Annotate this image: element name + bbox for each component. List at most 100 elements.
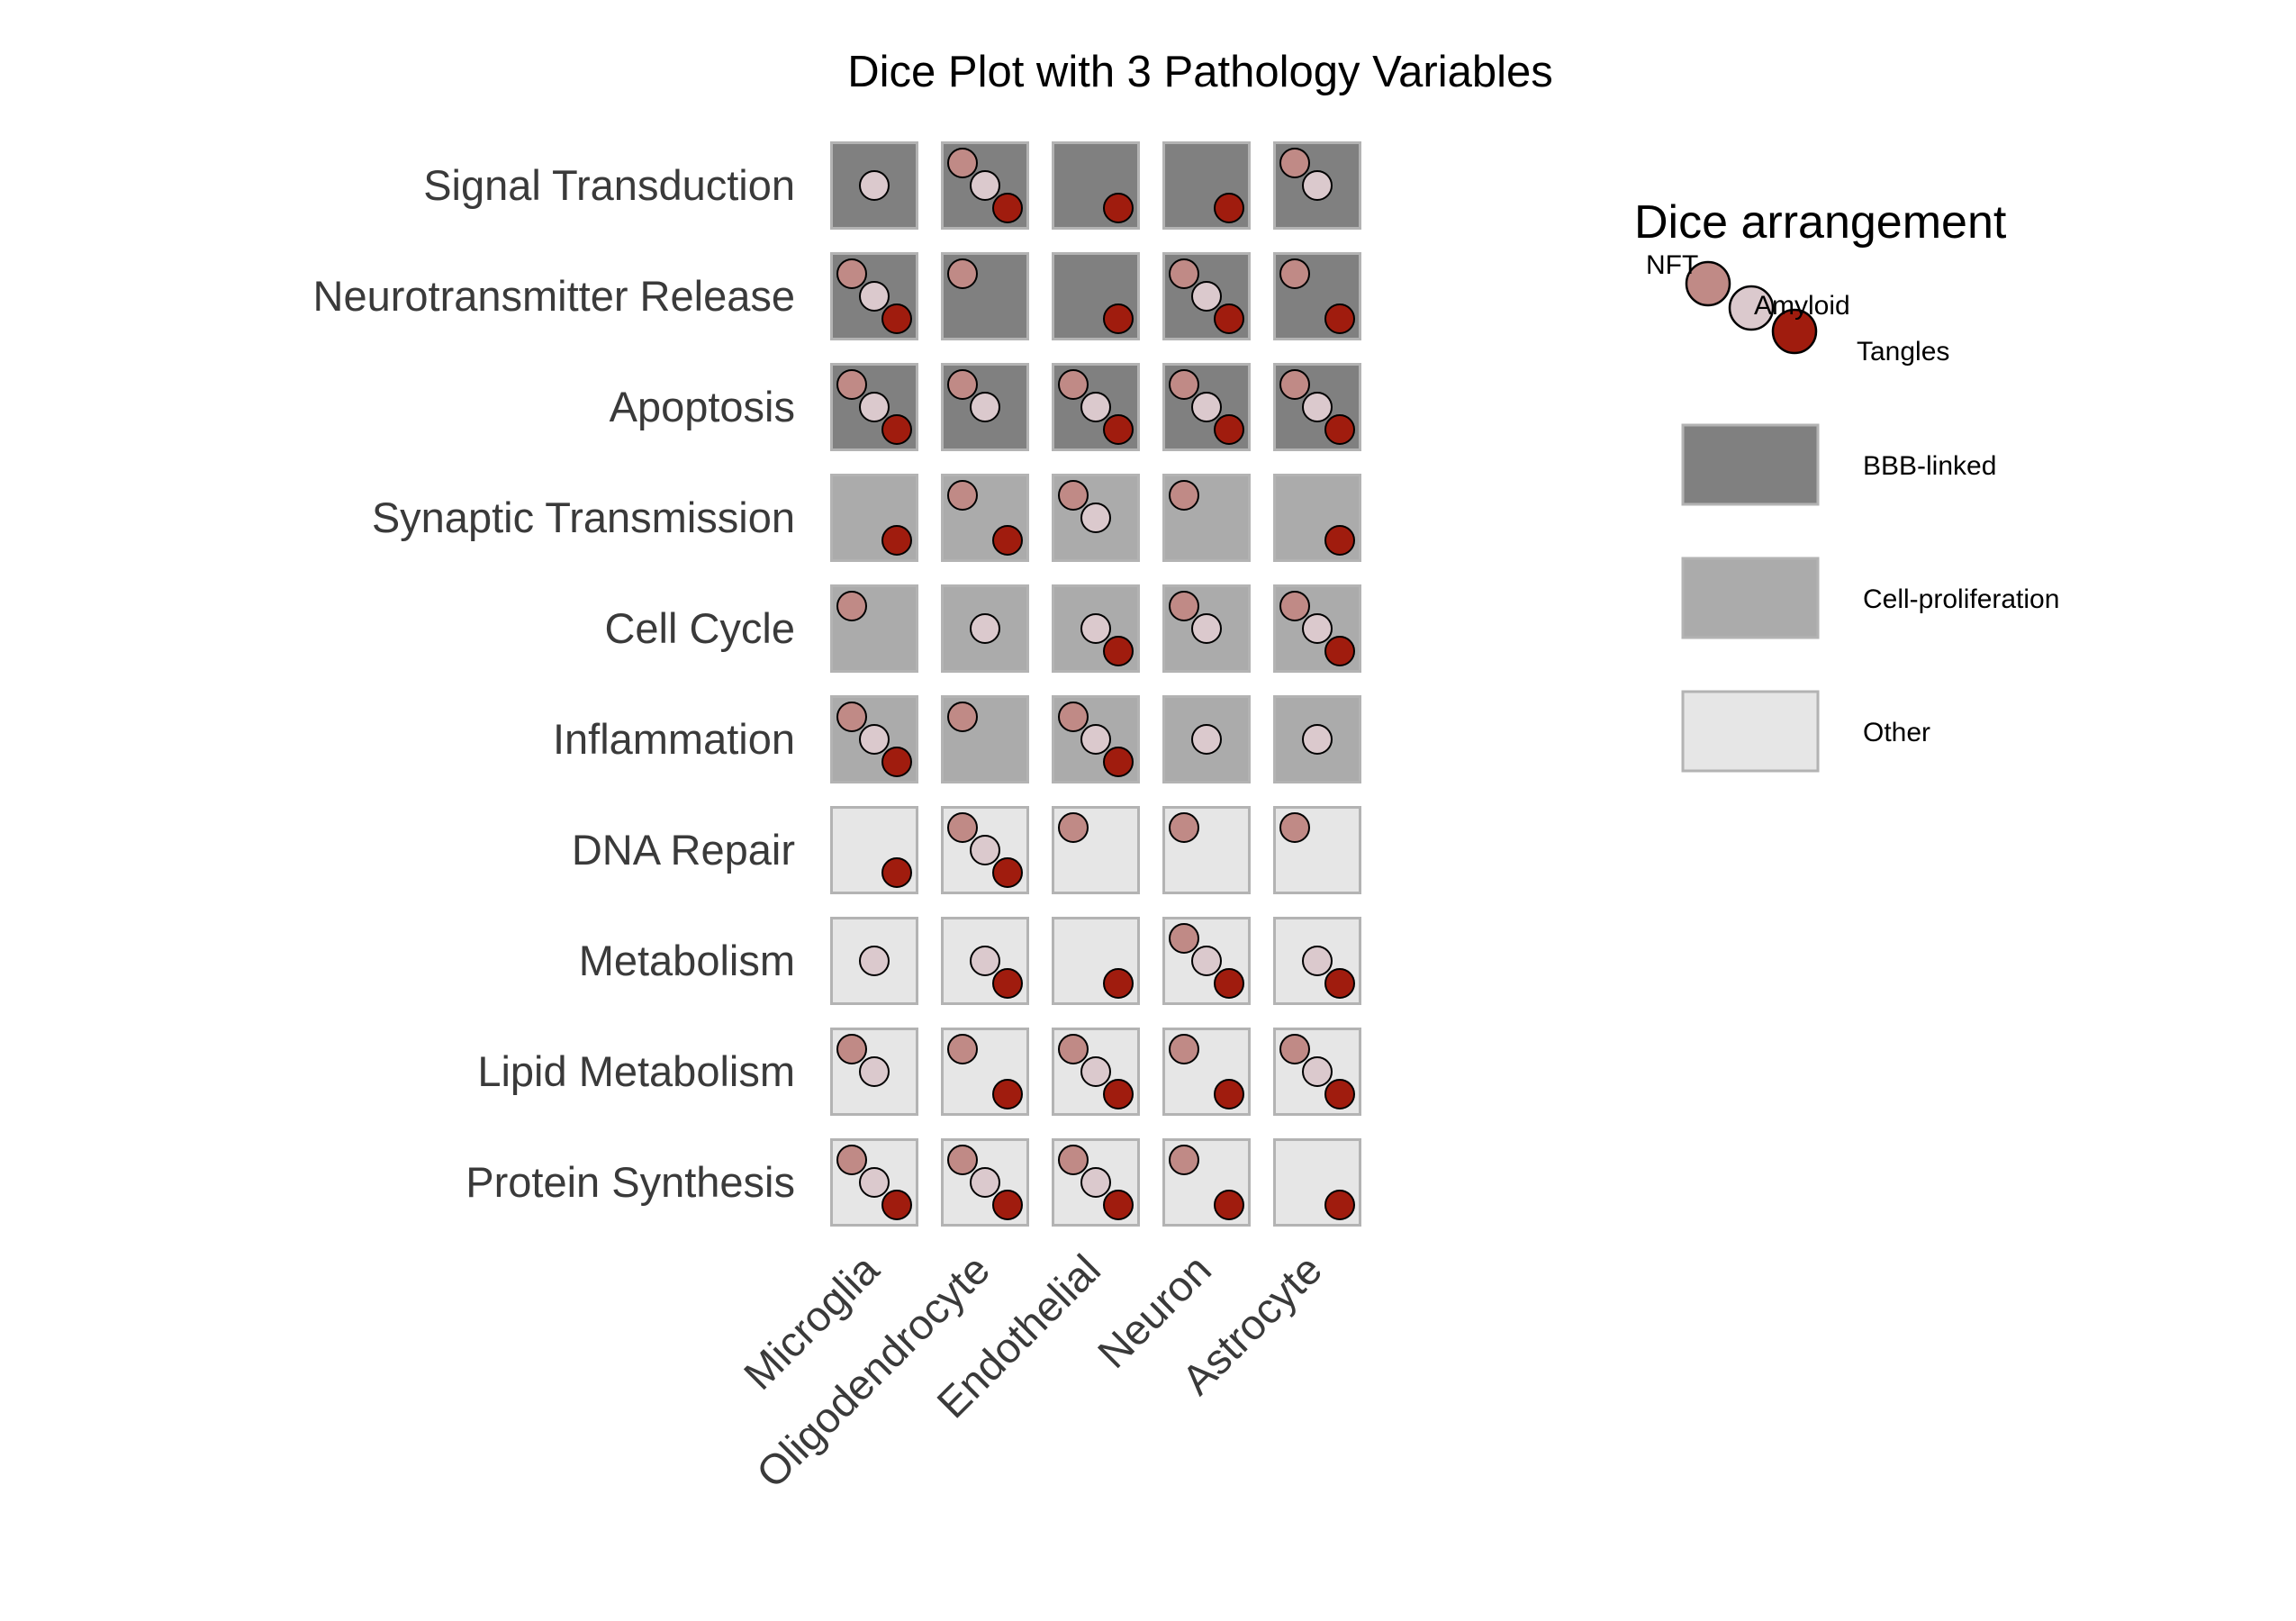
dot-nft [1058,1145,1089,1175]
dot-nft [947,258,978,289]
dice-tile-neurotransmitter-release-microglia [830,252,918,340]
dot-tangles [1103,193,1134,223]
dot-amyloid [1080,503,1111,533]
dot-tangles [1324,1190,1355,1220]
dot-nft [1279,1034,1310,1064]
dice-tile-apoptosis-oligodendrocyte [941,363,1029,451]
dot-nft [947,148,978,178]
dot-tangles [1103,747,1134,777]
dot-tangles [881,525,912,556]
dot-nft [947,1034,978,1064]
dot-tangles [1103,1190,1134,1220]
dot-tangles [992,1190,1023,1220]
dot-amyloid [1191,613,1222,644]
row-label-neurotransmitter-release: Neurotransmitter Release [313,272,796,320]
dot-tangles [1214,193,1244,223]
legend-key-bbb-linked [1681,423,1820,506]
dot-nft [1279,369,1310,400]
row-label-protein-synthesis: Protein Synthesis [466,1158,795,1206]
dot-nft [1279,148,1310,178]
dot-nft [836,702,867,732]
tile-background [1052,806,1140,894]
legend: Dice arrangement NFTAmyloidTanglesBBB-li… [1634,196,2059,773]
dice-tile-inflammation-oligodendrocyte [941,695,1029,783]
dice-tile-protein-synthesis-endothelial [1052,1138,1140,1227]
tile-background [1273,806,1361,894]
dot-tangles [881,747,912,777]
dice-tile-cell-cycle-endothelial [1052,584,1140,673]
dot-amyloid [970,170,1000,201]
legend-dot-amyloid [1728,285,1775,331]
dice-tile-dna-repair-endothelial [1052,806,1140,894]
dot-amyloid [859,170,890,201]
dice-tile-metabolism-oligodendrocyte [941,917,1029,1005]
dot-tangles [881,857,912,888]
row-label-lipid-metabolism: Lipid Metabolism [477,1047,795,1095]
dice-tile-inflammation-astrocyte [1273,695,1361,783]
legend-dot-label-tangles: Tangles [1857,337,1949,367]
dice-tile-protein-synthesis-astrocyte [1273,1138,1361,1227]
dice-tile-cell-cycle-neuron [1162,584,1251,673]
dot-amyloid [970,392,1000,422]
dot-amyloid [1302,724,1333,755]
dice-tile-apoptosis-neuron [1162,363,1251,451]
dice-tile-neurotransmitter-release-endothelial [1052,252,1140,340]
legend-key-label-bbb-linked: BBB-linked [1863,451,1996,481]
dice-tile-protein-synthesis-neuron [1162,1138,1251,1227]
dice-tile-lipid-metabolism-oligodendrocyte [941,1028,1029,1116]
legend-key-other [1681,690,1820,773]
dice-tile-apoptosis-endothelial [1052,363,1140,451]
dot-tangles [1214,414,1244,445]
dot-tangles [1214,1190,1244,1220]
dot-tangles [992,1079,1023,1109]
dot-amyloid [859,1167,890,1198]
dot-tangles [881,303,912,334]
dot-tangles [1103,414,1134,445]
dot-nft [1058,1034,1089,1064]
dot-tangles [1324,414,1355,445]
dot-tangles [1324,525,1355,556]
dice-tile-neurotransmitter-release-neuron [1162,252,1251,340]
dice-tile-dna-repair-astrocyte [1273,806,1361,894]
dot-nft [947,812,978,843]
dot-nft [1279,258,1310,289]
dot-amyloid [1302,1056,1333,1087]
dot-nft [1058,702,1089,732]
dot-tangles [992,193,1023,223]
dice-tile-dna-repair-neuron [1162,806,1251,894]
dice-tile-cell-cycle-oligodendrocyte [941,584,1029,673]
dot-amyloid [970,835,1000,865]
dot-nft [947,1145,978,1175]
dot-nft [1169,591,1199,621]
row-label-metabolism: Metabolism [579,937,795,984]
legend-title: Dice arrangement [1634,196,2007,249]
dice-tile-neurotransmitter-release-oligodendrocyte [941,252,1029,340]
dot-nft [947,702,978,732]
dot-amyloid [1302,613,1333,644]
dice-tile-metabolism-astrocyte [1273,917,1361,1005]
legend-key-cell-proliferation [1681,557,1820,639]
dot-nft [1169,1145,1199,1175]
row-label-apoptosis: Apoptosis [610,383,795,430]
row-label-dna-repair: DNA Repair [572,826,795,874]
dice-tile-inflammation-neuron [1162,695,1251,783]
dot-tangles [1324,636,1355,666]
row-label-inflammation: Inflammation [553,715,795,763]
dice-tile-protein-synthesis-microglia [830,1138,918,1227]
dot-tangles [992,968,1023,999]
dot-nft [1169,480,1199,511]
legend-dot-tangles [1771,308,1818,355]
dot-amyloid [1080,724,1111,755]
dot-tangles [881,1190,912,1220]
dot-amyloid [1191,946,1222,976]
legend-dot-nft [1685,260,1731,307]
dot-tangles [1214,968,1244,999]
dot-amyloid [970,1167,1000,1198]
row-label-synaptic-transmission: Synaptic Transmission [372,494,795,541]
dice-tile-synaptic-transmission-endothelial [1052,474,1140,562]
dice-tile-metabolism-neuron [1162,917,1251,1005]
dot-amyloid [859,392,890,422]
dot-nft [1169,1034,1199,1064]
